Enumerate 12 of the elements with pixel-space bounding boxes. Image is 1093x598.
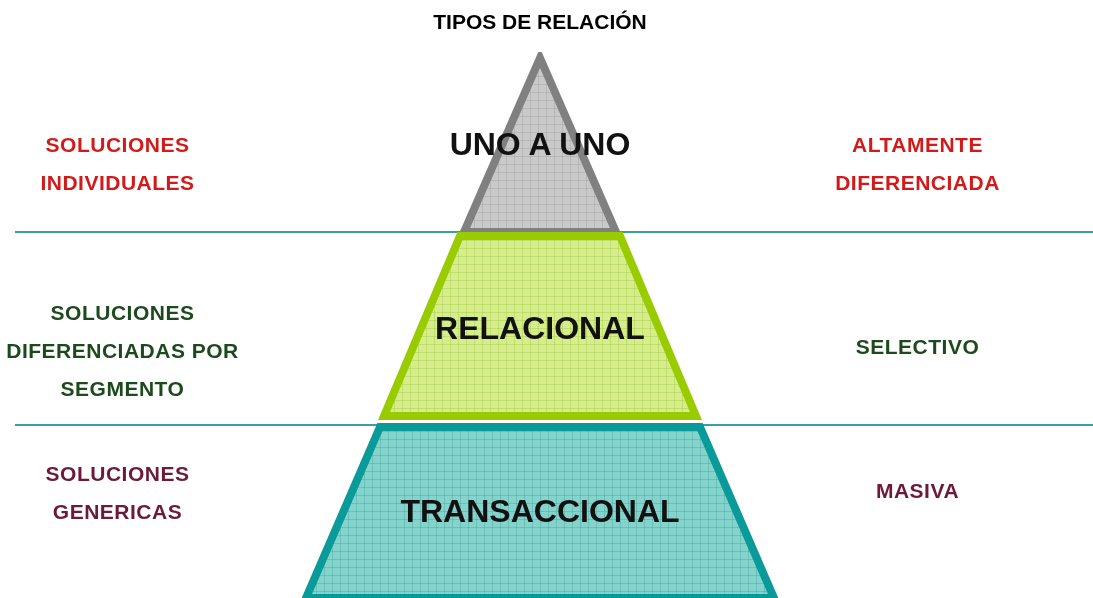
pyramid-tier	[300, 423, 780, 598]
pyramid-tier	[378, 232, 702, 420]
tier-label: UNO A UNO	[449, 126, 631, 163]
side-label: MASIVA	[874, 478, 961, 504]
tier-label: RELACIONAL	[435, 310, 645, 347]
diagram-title: TIPOS DE RELACIÓN	[432, 10, 648, 34]
side-label: SELECTIVO	[854, 334, 981, 360]
side-label: SOLUCIONES GENERICAS	[44, 461, 191, 525]
tier-label: TRANSACCIONAL	[400, 493, 680, 530]
side-label: SOLUCIONES INDIVIDUALES	[39, 132, 196, 196]
side-label: ALTAMENTE DIFERENCIADA	[834, 132, 1001, 196]
side-label: SOLUCIONES DIFERENCIADAS POR SEGMENTO	[5, 300, 240, 402]
